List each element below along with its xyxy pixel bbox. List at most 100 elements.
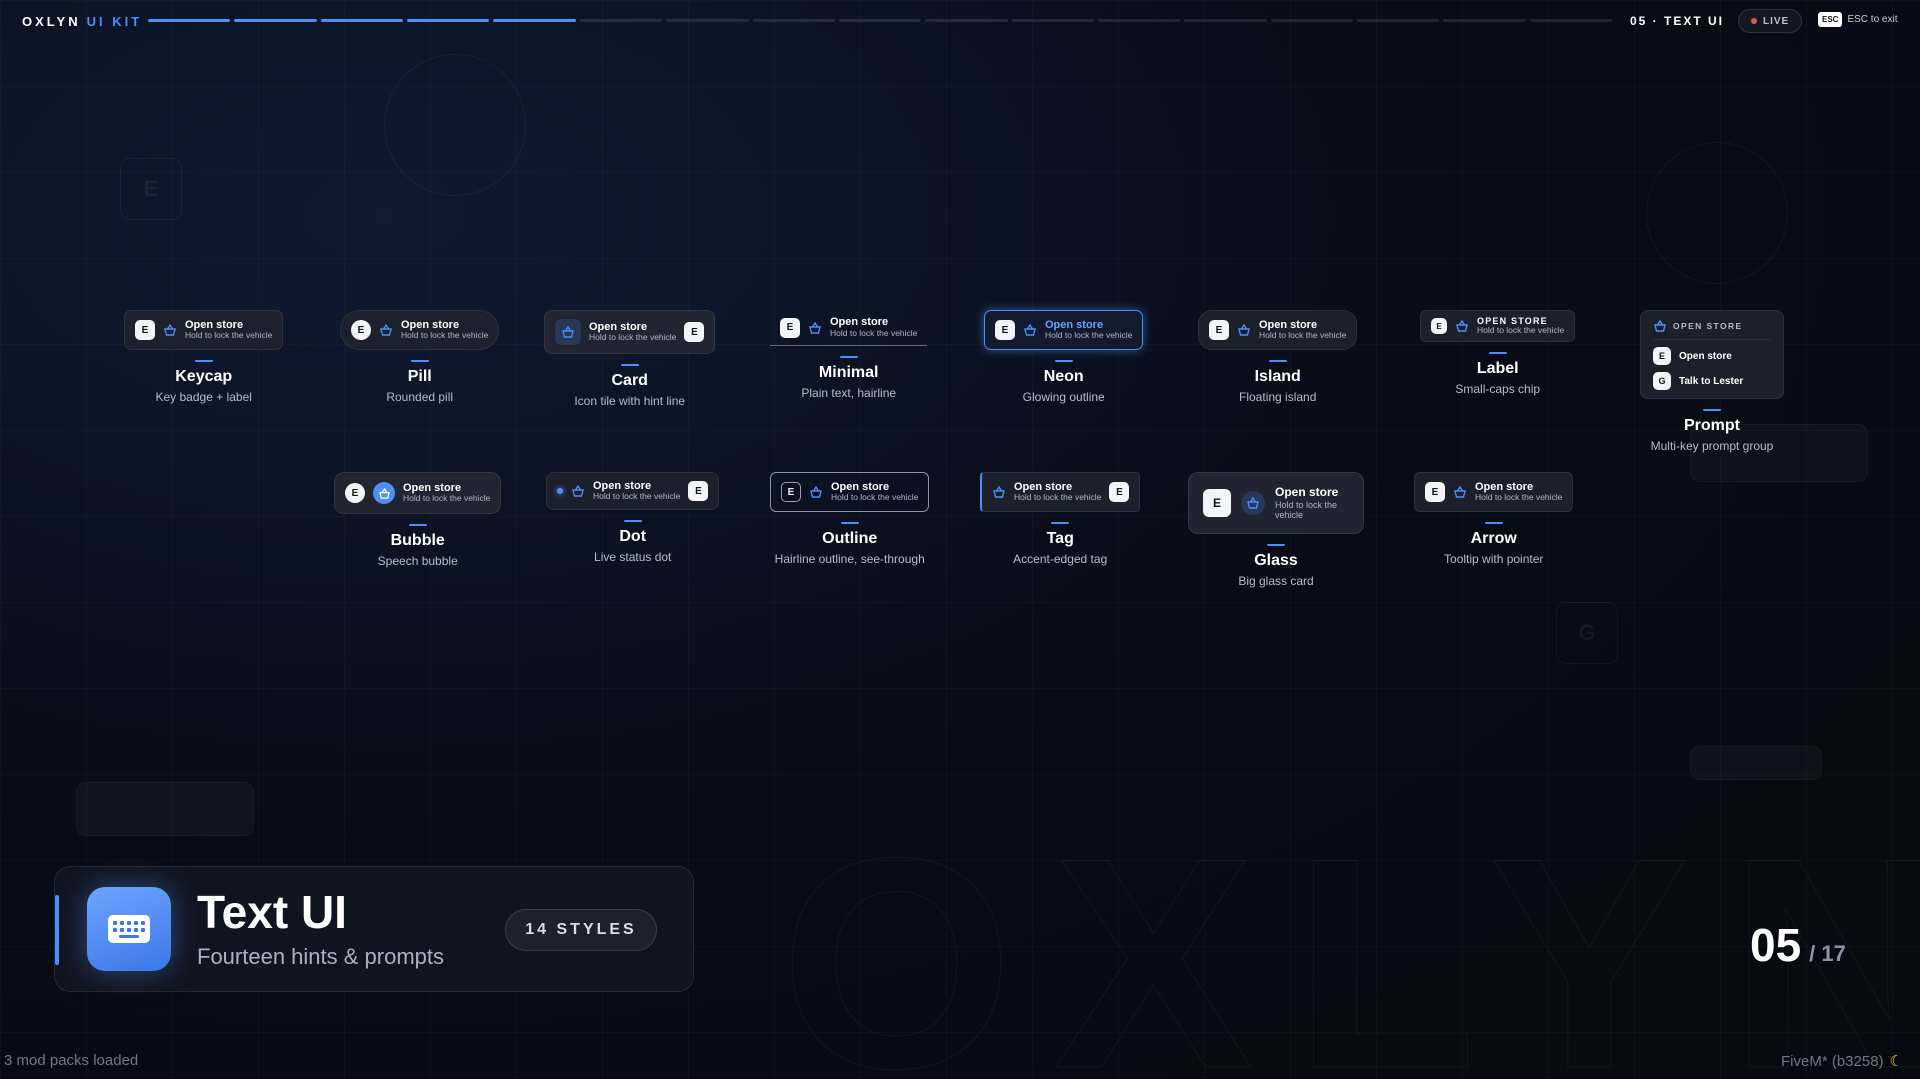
key-badge: E — [1425, 482, 1445, 502]
accent-line — [1484, 522, 1503, 524]
progress-segment — [1184, 19, 1267, 22]
basket-icon — [1241, 491, 1265, 515]
style-name: Label — [1476, 360, 1519, 377]
styles-count-badge: 14 STYLES — [505, 909, 657, 951]
key-badge: E — [135, 320, 155, 340]
accent-line — [1054, 360, 1073, 362]
basket-icon — [1023, 323, 1037, 337]
key-badge: E — [1203, 489, 1231, 517]
style-name: Arrow — [1470, 530, 1517, 547]
progress-segment — [320, 19, 404, 22]
hint-subtitle: Hold to lock the vehicle — [1259, 330, 1347, 341]
basket-icon — [808, 321, 822, 335]
progress-segment — [1357, 19, 1440, 22]
hint-subtitle: Hold to lock the vehicle — [589, 332, 677, 343]
style-desc: Hairline outline, see-through — [774, 552, 925, 566]
prompt-row[interactable]: G Talk to Lester — [1653, 372, 1771, 390]
live-label: LIVE — [1763, 15, 1790, 27]
hint-title: Open store — [403, 481, 462, 494]
hint-subtitle: Hold to lock the vehicle — [1275, 499, 1338, 520]
style-name: Pill — [407, 368, 432, 385]
section-hero-card: Text UI Fourteen hints & prompts 14 STYL… — [54, 866, 694, 992]
section-subtitle: Fourteen hints & prompts — [197, 944, 445, 969]
decor-bar — [1690, 424, 1868, 482]
live-dot-icon — [557, 488, 563, 494]
prompt-header-label: OPEN STORE — [1673, 321, 1743, 331]
accent-line — [194, 360, 213, 362]
progress-segment — [407, 19, 490, 22]
prompt-row[interactable]: E Open store — [1653, 347, 1771, 365]
style-desc: Glowing outline — [1022, 390, 1105, 404]
decor-bar — [1690, 746, 1822, 780]
hint-subtitle: Hold to lock the vehicle — [1477, 325, 1565, 336]
hint-title: Open store — [185, 318, 244, 331]
accent-line — [1703, 409, 1721, 411]
style-name: Card — [611, 372, 648, 389]
style-desc: Icon tile with hint line — [574, 394, 686, 408]
progress-segment — [1443, 19, 1526, 22]
decor-key: G — [1556, 602, 1618, 664]
keyboard-icon — [87, 887, 171, 971]
hint-subtitle: Hold to lock the vehicle — [1475, 492, 1563, 503]
style-desc: Big glass card — [1238, 574, 1314, 588]
progress-segment — [579, 19, 663, 22]
style-desc: Small-caps chip — [1455, 382, 1541, 396]
accent-line — [840, 522, 859, 524]
live-indicator: LIVE — [1738, 9, 1803, 33]
decor-circle — [384, 54, 526, 196]
style-prompt[interactable]: OPEN STORE E Open store G Talk to Lester… — [1640, 310, 1784, 453]
accent-line — [1268, 360, 1287, 362]
key-badge: E — [1209, 320, 1229, 340]
hint-title: Open store — [401, 318, 460, 331]
key-badge: E — [351, 320, 371, 340]
accent-line — [408, 524, 427, 526]
style-name: Prompt — [1684, 417, 1740, 434]
basket-icon — [1455, 319, 1469, 333]
hint-subtitle: Hold to lock the vehicle — [401, 330, 489, 341]
slide-total: / 17 — [1809, 941, 1846, 966]
build-info: FiveM* (b3258) ☾ — [1781, 1052, 1903, 1071]
hint-subtitle: Hold to lock the vehicle — [593, 491, 681, 502]
hint-title: Open store — [589, 320, 648, 333]
accent-line — [1488, 352, 1507, 354]
esc-exit-button[interactable]: ESC ESC to exit — [1818, 12, 1897, 27]
progress-segment — [1097, 19, 1181, 22]
progress-segment — [234, 19, 317, 22]
key-badge: E — [684, 322, 705, 342]
hint-title: Open store — [593, 479, 652, 492]
key-badge: G — [1653, 372, 1671, 390]
style-desc: Speech bubble — [377, 554, 458, 568]
progress-segment — [752, 19, 835, 22]
style-name: Glass — [1254, 552, 1298, 569]
style-desc: Multi-key prompt group — [1650, 439, 1774, 453]
basket-icon — [809, 485, 823, 499]
hint-subtitle: Hold to lock the vehicle — [831, 492, 919, 503]
style-name: Keycap — [175, 368, 233, 385]
accent-line — [620, 364, 639, 366]
decor-bar — [76, 782, 254, 836]
live-dot-icon — [1751, 18, 1757, 24]
hint-title: Open store — [1275, 484, 1339, 499]
